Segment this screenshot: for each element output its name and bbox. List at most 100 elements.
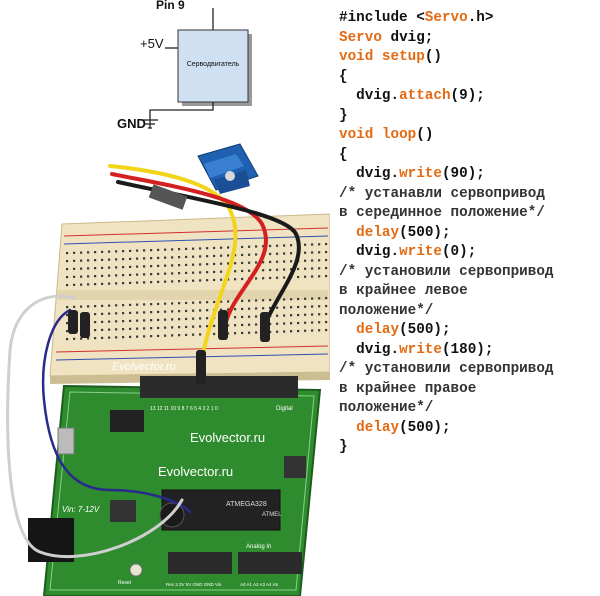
breadboard-hole — [304, 267, 307, 270]
vin-label: Vin: 7-12V — [62, 505, 100, 514]
breadboard-hole — [185, 301, 188, 305]
code-keyword: void — [339, 127, 374, 143]
breadboard-hole — [136, 257, 139, 260]
vcc-jumper-gray — [6, 294, 184, 559]
gnd-wire — [149, 102, 214, 128]
breadboard-hole — [269, 244, 272, 248]
breadboard-hole — [255, 323, 258, 326]
breadboard-hole — [199, 325, 202, 328]
code-line: /* установили сервопривод — [339, 360, 597, 380]
vcc-label: +5V — [140, 36, 164, 51]
breadboard-hole — [150, 265, 153, 268]
code-text — [373, 127, 382, 143]
breadboard-hole — [87, 275, 90, 278]
schematic-lines — [142, 8, 252, 129]
breadboard-hole — [178, 264, 181, 267]
gnd-jumper-blue — [41, 308, 192, 514]
breadboard-hole — [206, 309, 209, 312]
breadboard-hole — [283, 314, 286, 317]
code-text: (500); — [399, 224, 451, 241]
breadboard-hole — [80, 275, 83, 278]
breadboard-hole — [325, 320, 328, 324]
breadboard-hole — [213, 262, 216, 266]
code-line: void setup() — [339, 48, 597, 68]
plug-signal — [196, 350, 206, 384]
breadboard-hole — [80, 305, 83, 308]
breadboard-hole — [143, 335, 146, 338]
code-keyword: write — [399, 166, 442, 182]
breadboard-hole — [311, 305, 314, 308]
breadboard-hole — [325, 266, 328, 270]
chip-label: ATMEGA328 — [226, 501, 267, 508]
breadboard-hole — [262, 269, 265, 272]
breadboard-hole — [297, 275, 300, 279]
breadboard-hole — [304, 259, 307, 262]
breadboard-hole — [94, 251, 97, 254]
breadboard-hole — [192, 279, 195, 282]
pin9-label: Pin 9 — [156, 0, 185, 12]
breadboard-hole — [199, 255, 202, 258]
breadboard-hole — [129, 249, 132, 252]
breadboard-hole — [115, 250, 118, 253]
breadboard-hole — [304, 321, 307, 324]
breadboard-hole — [304, 313, 307, 316]
breadboard-hole — [248, 307, 251, 310]
breadboard-hole — [311, 243, 314, 246]
breadboard-hole — [115, 336, 118, 339]
arduino-breadboard-illustration: Evolvector.ru Evolvector.ru Evolvector.r… — [6, 143, 330, 596]
breadboard-hole — [248, 299, 251, 302]
code-line: в серединное положение*/ — [339, 204, 597, 224]
breadboard-hole — [269, 276, 272, 280]
breadboard-hole — [185, 263, 188, 267]
breadboard-hole — [108, 312, 111, 315]
breadboard-hole — [192, 263, 195, 266]
breadboard-hole — [66, 284, 69, 287]
code-keyword: Servo — [424, 10, 468, 26]
breadboard-hole — [262, 307, 265, 310]
breadboard-hole — [213, 246, 216, 250]
breadboard-hole — [185, 255, 188, 259]
breadboard-hole — [101, 320, 104, 323]
plug-gnd — [260, 312, 270, 342]
breadboard-hole — [73, 305, 76, 308]
breadboard-hole — [115, 282, 118, 285]
code-text: () — [424, 49, 442, 65]
breadboard-hole — [94, 337, 97, 340]
breadboard-hole — [178, 310, 181, 313]
breadboard-hole — [297, 305, 300, 309]
breadboard-hole — [318, 259, 321, 262]
breadboard-hole — [136, 303, 139, 306]
reset-button — [129, 563, 143, 577]
breadboard-hole — [87, 267, 90, 270]
breadboard-hole — [129, 281, 132, 284]
gnd-label: GND — [117, 116, 146, 131]
breadboard-hole — [108, 258, 111, 261]
breadboard-hole — [164, 264, 167, 267]
breadboard-hole — [311, 321, 314, 324]
breadboard-hole — [157, 302, 160, 306]
breadboard-hole — [241, 323, 244, 327]
code-line: } — [339, 107, 597, 127]
watermark-2: Evolvector.ru — [190, 430, 265, 445]
breadboard-hole — [171, 334, 174, 337]
breadboard-hole — [290, 298, 293, 301]
code-keyword: attach — [399, 88, 451, 104]
breadboard-hole — [171, 302, 174, 305]
breadboard-hole — [108, 328, 111, 331]
breadboard-hole — [171, 272, 174, 275]
breadboard-hole — [171, 248, 174, 251]
servo-box — [177, 29, 249, 103]
code-text: { — [339, 68, 348, 85]
breadboard-hole — [213, 254, 216, 258]
breadboard-hole — [171, 318, 174, 321]
breadboard-hole — [157, 272, 160, 276]
breadboard-hole — [122, 250, 125, 253]
breadboard-hole — [241, 253, 244, 257]
breadboard-hole — [318, 243, 321, 246]
breadboard-hole — [311, 329, 314, 332]
breadboard-hole — [311, 275, 314, 278]
code-listing: #include <Servo.h>Servo dvig;void setup(… — [339, 9, 597, 458]
code-text: dvig. — [339, 244, 400, 260]
breadboard-hole — [66, 322, 69, 325]
breadboard-hole — [164, 256, 167, 259]
